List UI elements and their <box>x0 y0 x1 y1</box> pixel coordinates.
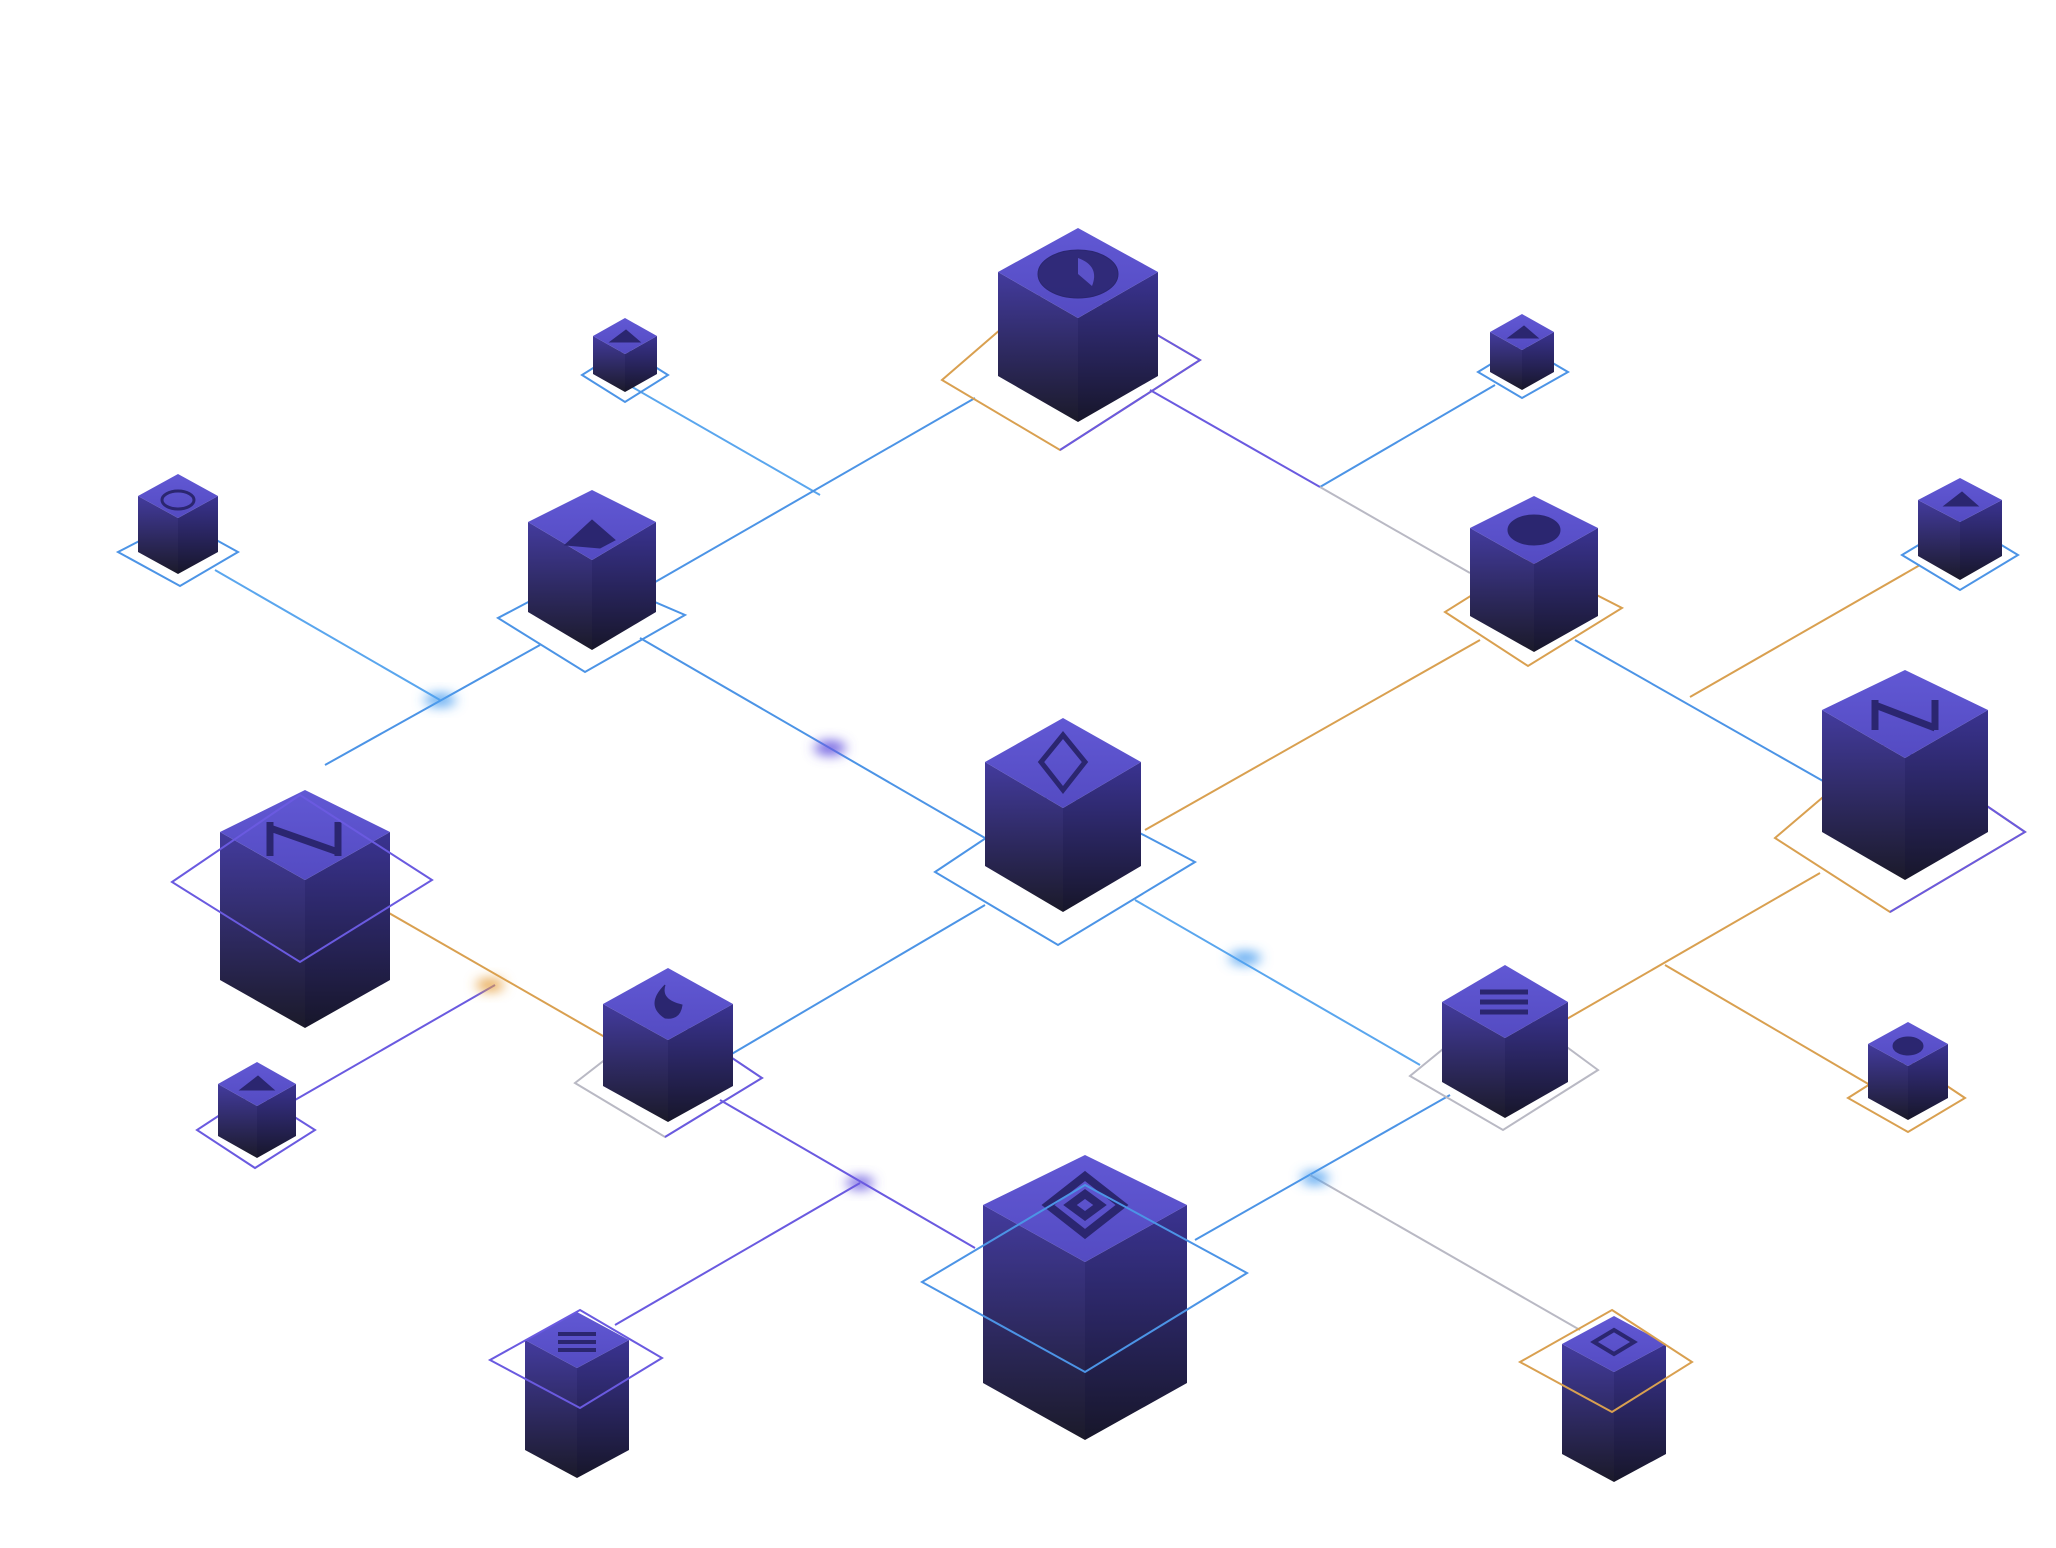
connection-line <box>619 379 821 496</box>
signal-pulse <box>476 979 504 991</box>
chat-icon <box>1590 1327 1638 1357</box>
node-base <box>919 1183 1250 1374</box>
connection-line <box>639 637 986 839</box>
flame-icon <box>654 984 683 1019</box>
node-upper-right <box>1443 496 1625 668</box>
node-right-tall <box>1773 670 2027 914</box>
connection-line <box>374 904 611 1041</box>
node-bottom-right <box>1517 1308 1694 1482</box>
image-icon <box>1942 491 1980 507</box>
n-logo-icon <box>266 822 342 856</box>
pie-chart-icon <box>1892 1036 1924 1056</box>
signal-pulse <box>1229 952 1261 964</box>
connection-line <box>1319 486 1471 574</box>
signal-pulses <box>424 694 1329 1189</box>
node-lower-left <box>573 968 764 1139</box>
node-base <box>170 793 434 964</box>
signal-pulse <box>424 694 456 706</box>
image-icon <box>1506 325 1540 339</box>
connection-line <box>614 1182 861 1326</box>
node-far-right-small <box>1846 1022 1967 1134</box>
layers-icon <box>1037 731 1089 795</box>
node-top-right-small <box>1476 314 1571 400</box>
connection-line <box>729 904 986 1056</box>
connection-line <box>649 397 976 586</box>
signal-pulse <box>846 1177 874 1189</box>
pie-chart-icon <box>1037 249 1119 299</box>
node-center <box>933 718 1198 947</box>
node-base <box>933 788 1198 947</box>
connection-line <box>294 984 496 1101</box>
connection-line <box>1564 872 1821 1021</box>
node-bottom-left-small <box>195 1062 317 1170</box>
node-base <box>487 1308 664 1410</box>
node-base <box>1517 1308 1694 1414</box>
connection-line <box>1664 964 1871 1086</box>
signal-pulse <box>1301 1172 1329 1184</box>
node-lower-right <box>1408 965 1600 1132</box>
image-icon <box>238 1075 276 1091</box>
node-top-center <box>940 228 1202 452</box>
connection-line <box>1194 1094 1451 1241</box>
node-bottom-center <box>919 1155 1250 1440</box>
image-icon <box>563 519 616 549</box>
connection-line <box>1319 384 1496 488</box>
connection-line <box>1574 639 1831 786</box>
n-logo-icon <box>1871 700 1939 732</box>
node-top-left-small <box>580 318 670 404</box>
connection-line <box>1149 389 1321 488</box>
menu-lines-icon <box>558 1332 596 1352</box>
chart-icon <box>160 489 196 511</box>
node-left-small <box>115 474 241 588</box>
binance-icon <box>1041 1170 1129 1240</box>
connection-line <box>1134 899 1421 1066</box>
image-icon <box>608 329 642 343</box>
node-bottom-left <box>487 1308 664 1478</box>
connection-line <box>719 1099 976 1249</box>
node-left-tall <box>170 790 434 1028</box>
connection-lines <box>214 379 1921 1331</box>
pie-chart-icon <box>1507 514 1561 546</box>
connection-line <box>214 569 441 701</box>
menu-lines-icon <box>1480 989 1528 1015</box>
connection-line <box>1309 1174 1581 1331</box>
connection-line <box>1144 639 1481 831</box>
connection-line <box>1689 564 1921 698</box>
node-right-small <box>1900 478 2020 592</box>
signal-pulse <box>814 741 846 755</box>
node-upper-left <box>495 490 688 674</box>
